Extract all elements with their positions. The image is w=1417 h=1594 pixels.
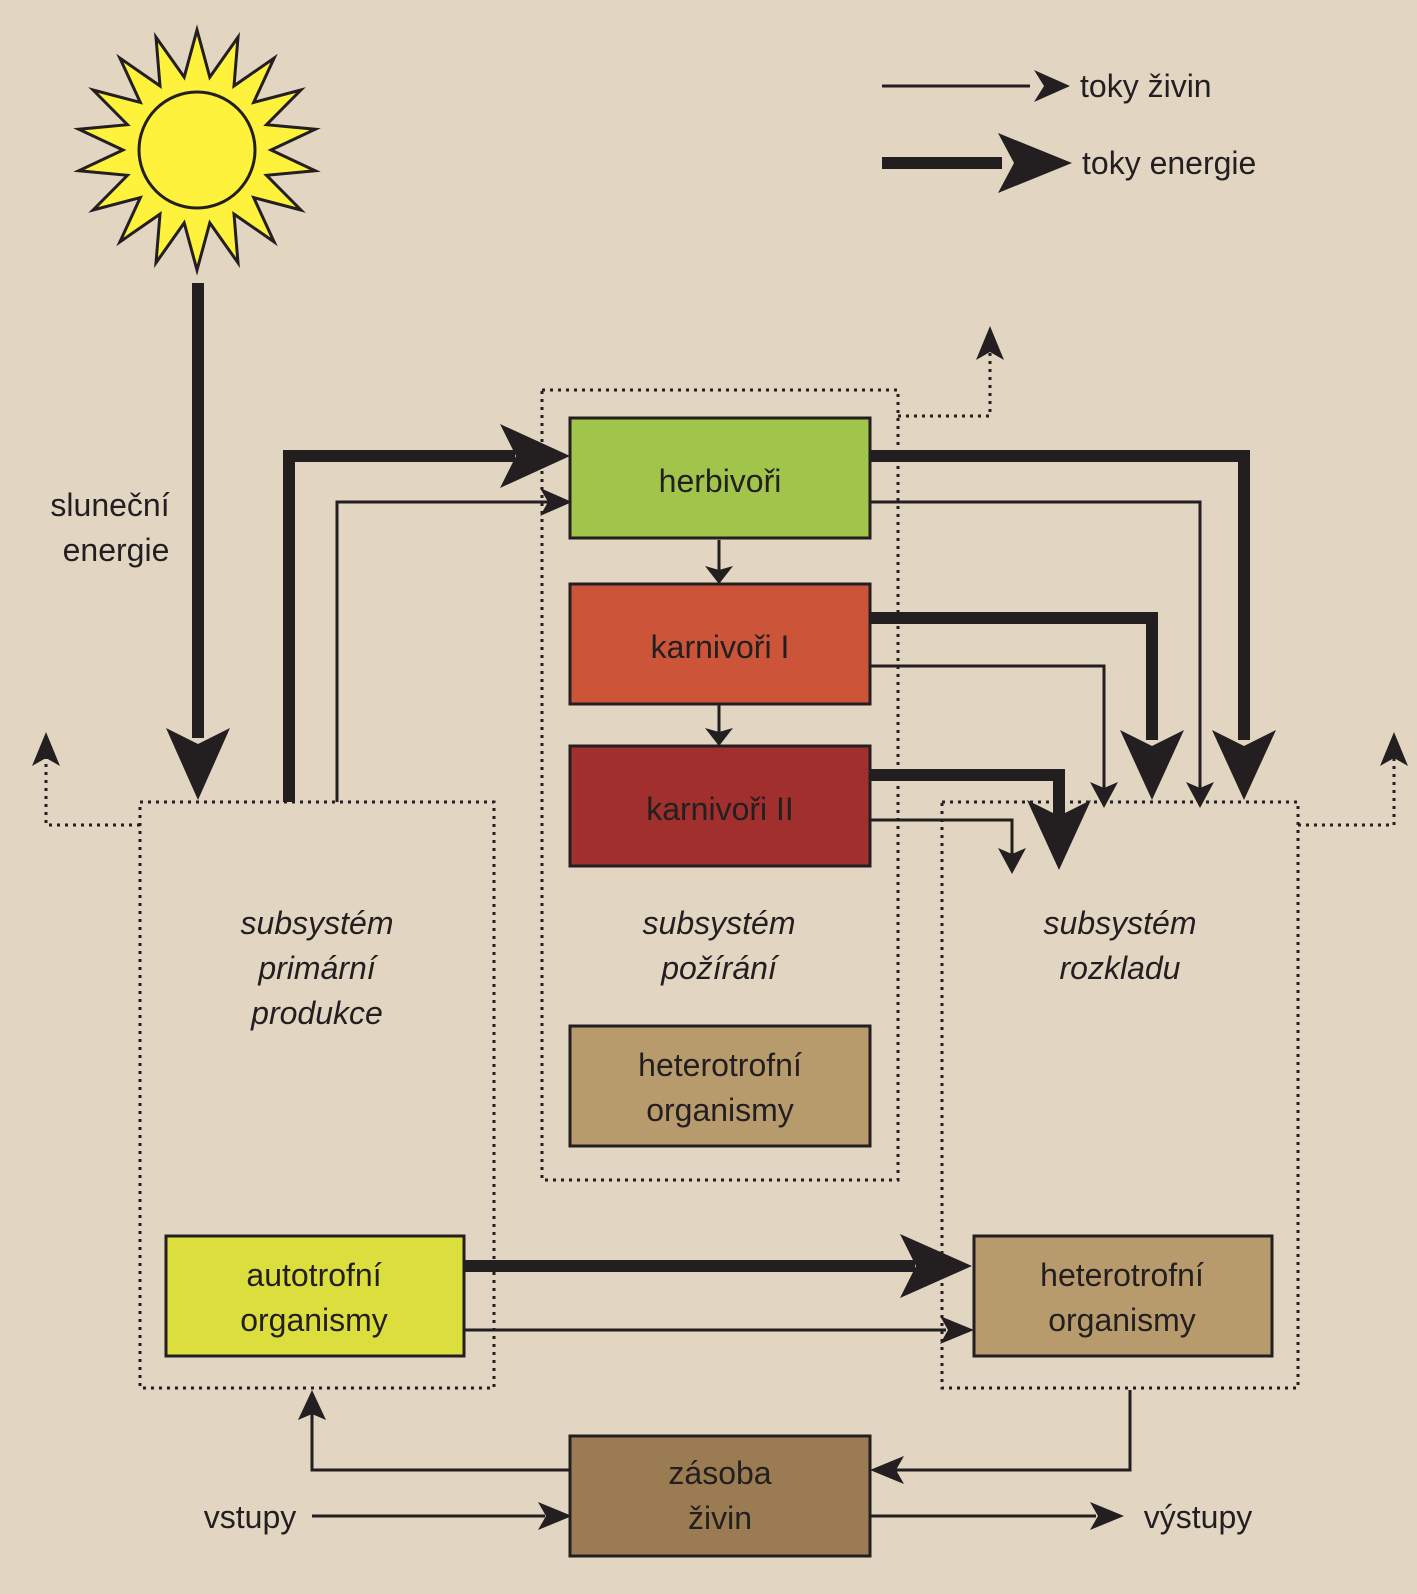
nutrient-flow-primary-to-herbivores <box>335 500 548 802</box>
nutrient-arrowhead-carnivores2-decomp <box>998 848 1026 874</box>
nutrient-arrowhead-inputs <box>538 1502 572 1530</box>
legend-nutrient-label: toky živin <box>1080 68 1212 104</box>
grazing-subsystem-label-line2: požírání <box>660 950 780 986</box>
energy-flow-carnivores2-to-decomposers <box>869 769 1065 822</box>
energy-flow-primary-to-herbivores <box>283 450 515 802</box>
energy-flow-carnivores1-to-decomposers <box>869 612 1158 740</box>
grazing-frame <box>540 388 900 1182</box>
autotrophs-label-line1: autotrofní <box>246 1257 381 1293</box>
nutrient-arrowhead-carnivores1 <box>705 566 733 584</box>
energy-arrowhead-herbivores <box>500 424 570 488</box>
primary-subsystem-label-line1: subsystém <box>241 905 394 941</box>
legend-energy-arrow <box>882 133 1072 193</box>
autotrophs-label-line2: organismy <box>240 1302 388 1338</box>
energy-arrowhead-carnivores2-decomp <box>1027 800 1091 870</box>
solar-energy-label-line2: energie <box>63 532 170 568</box>
nutrient-flow-carnivores2-to-decomposers <box>869 818 1014 858</box>
nutrient-pool-box <box>568 1434 872 1558</box>
inputs-label: vstupy <box>204 1499 296 1535</box>
nutrient-arrowhead-herbivores <box>540 488 572 516</box>
nutrient-flow-decomposers-to-pool <box>888 1390 1132 1472</box>
energy-arrowhead-herbivores-decomp <box>1212 730 1276 800</box>
nutrient-arrowhead-primary-in <box>298 1390 326 1420</box>
carnivores2-label: karnivoři II <box>646 791 794 827</box>
nutrient-pool-label-line2: živin <box>688 1500 752 1536</box>
outputs-label: výstupy <box>1144 1499 1252 1535</box>
grazing-heterotrophs-label-line2: organismy <box>646 1092 794 1128</box>
grazing-export-line <box>898 352 992 418</box>
solar-energy-label-line1: sluneční <box>50 487 169 523</box>
nutrient-flow-pool-to-primary <box>310 1412 570 1472</box>
nutrient-flow-carnivores1-to-decomposers <box>869 664 1106 790</box>
decomposer-heterotrophs-box <box>972 1234 1274 1358</box>
autotrophs-box <box>164 1234 466 1358</box>
nutrient-arrowhead-outputs <box>1090 1502 1124 1530</box>
energy-arrowhead-carnivores1-decomp <box>1120 730 1184 800</box>
primary-subsystem-label-line2: primární <box>257 950 378 986</box>
decomposer-heterotrophs-label-line1: heterotrofní <box>1040 1257 1204 1293</box>
decomposition-export-line <box>1298 758 1396 827</box>
sun-icon <box>73 24 321 276</box>
carnivores2-box <box>568 744 872 868</box>
legend: toky živin toky energie <box>882 68 1256 193</box>
nutrient-pool-label-line1: zásoba <box>668 1455 771 1491</box>
nutrient-arrowhead-autotrophs-decomp <box>940 1316 974 1344</box>
nutrient-arrowhead-herbivores-decomp <box>1186 782 1214 808</box>
herbivores-label: herbivoři <box>659 463 782 499</box>
grazing-export-arrowhead <box>976 326 1004 360</box>
nutrient-arrowhead-pool-in <box>870 1456 904 1484</box>
carnivores1-box <box>568 582 872 706</box>
legend-nutrient-arrow <box>882 70 1070 102</box>
nutrient-arrowhead-carnivores2 <box>705 728 733 746</box>
solar-energy-arrow <box>166 283 230 800</box>
energy-flow-herbivores-to-decomposers <box>869 450 1250 740</box>
herbivores-box <box>568 416 872 540</box>
decomposition-subsystem-label-line1: subsystém <box>1044 905 1197 941</box>
decomposition-export-arrowhead <box>1380 732 1408 766</box>
primary-production-frame <box>138 800 496 1390</box>
decomposition-subsystem-label-line2: rozkladu <box>1060 950 1181 986</box>
grazing-subsystem-label-line1: subsystém <box>643 905 796 941</box>
grazing-heterotrophs-label-line1: heterotrofní <box>638 1047 802 1083</box>
energy-arrowhead-autotrophs-decomp <box>900 1234 972 1298</box>
primary-subsystem-label-line3: produkce <box>250 995 383 1031</box>
primary-export-arrowhead <box>32 732 60 766</box>
decomposer-heterotrophs-label-line2: organismy <box>1048 1302 1196 1338</box>
carnivores1-label: karnivoři I <box>651 629 790 665</box>
nutrient-flow-herbivores-to-decomposers <box>869 500 1202 790</box>
legend-energy-label: toky energie <box>1082 145 1256 181</box>
nutrient-arrowhead-carnivores1-decomp <box>1090 782 1118 808</box>
grazing-heterotrophs-box <box>568 1024 872 1148</box>
decomposition-frame <box>940 800 1300 1390</box>
primary-export-line <box>44 758 140 827</box>
